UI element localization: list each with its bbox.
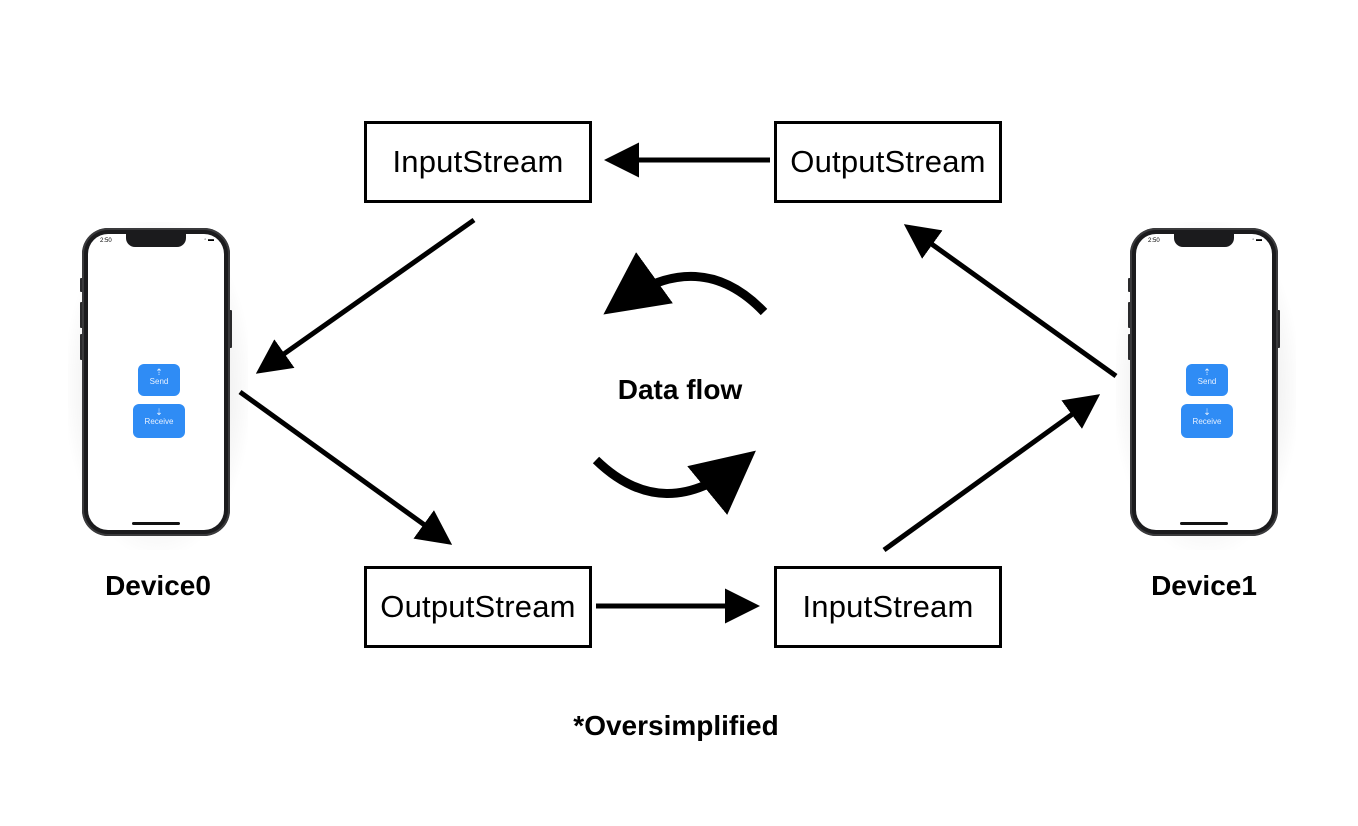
device0-label: Device0 [105, 570, 211, 601]
wifi-battery-icon: ◦ ▬ [1252, 237, 1262, 243]
input-stream-bottom-label: InputStream [802, 589, 974, 624]
arrow-device1-to-output [903, 224, 1118, 379]
wifi-battery-icon: ◦ ▬ [204, 237, 214, 243]
device1-send-button[interactable]: ⇡ Send [1186, 364, 1228, 396]
home-indicator [132, 522, 180, 525]
device1-phone: 2:50 ◦ ▬ ⇡ Send ⇣ Receive [1116, 222, 1296, 550]
input-stream-bottom-box: InputStream [774, 566, 1002, 648]
device0-receive-button[interactable]: ⇣ Receive [133, 404, 185, 438]
upload-icon: ⇡ [155, 367, 163, 377]
output-stream-top-box: OutputStream [774, 121, 1002, 203]
download-icon: ⇣ [1203, 407, 1211, 417]
footnote-label: *Oversimplified [573, 710, 779, 741]
curved-arrow-bottom [592, 450, 756, 515]
device0-phone: 2:50 ◦ ▬ ⇡ Send ⇣ Receive [68, 222, 248, 550]
upload-icon: ⇡ [1203, 367, 1211, 377]
input-stream-top-label: InputStream [392, 144, 564, 179]
curved-arrow-top [603, 252, 768, 316]
arrow-input-to-device0 [255, 217, 476, 374]
data-flow-label: Data flow [617, 374, 743, 405]
output-stream-bottom-label: OutputStream [380, 589, 576, 624]
device0-screen: 2:50 ◦ ▬ ⇡ Send ⇣ Receive [88, 234, 224, 530]
download-icon: ⇣ [155, 407, 163, 417]
arrow-input-to-device1 [882, 394, 1101, 553]
device0-status-time: 2:50 [100, 238, 112, 244]
device1-receive-button[interactable]: ⇣ Receive [1181, 404, 1233, 438]
arrow-device0-to-output [238, 389, 453, 545]
input-stream-top-box: InputStream [364, 121, 592, 203]
device1-status-time: 2:50 [1148, 238, 1160, 244]
output-stream-bottom-box: OutputStream [364, 566, 592, 648]
home-indicator [1180, 522, 1228, 525]
device1-label: Device1 [1151, 570, 1257, 601]
output-stream-top-label: OutputStream [790, 144, 986, 179]
device0-send-button[interactable]: ⇡ Send [138, 364, 180, 396]
device1-screen: 2:50 ◦ ▬ ⇡ Send ⇣ Receive [1136, 234, 1272, 530]
